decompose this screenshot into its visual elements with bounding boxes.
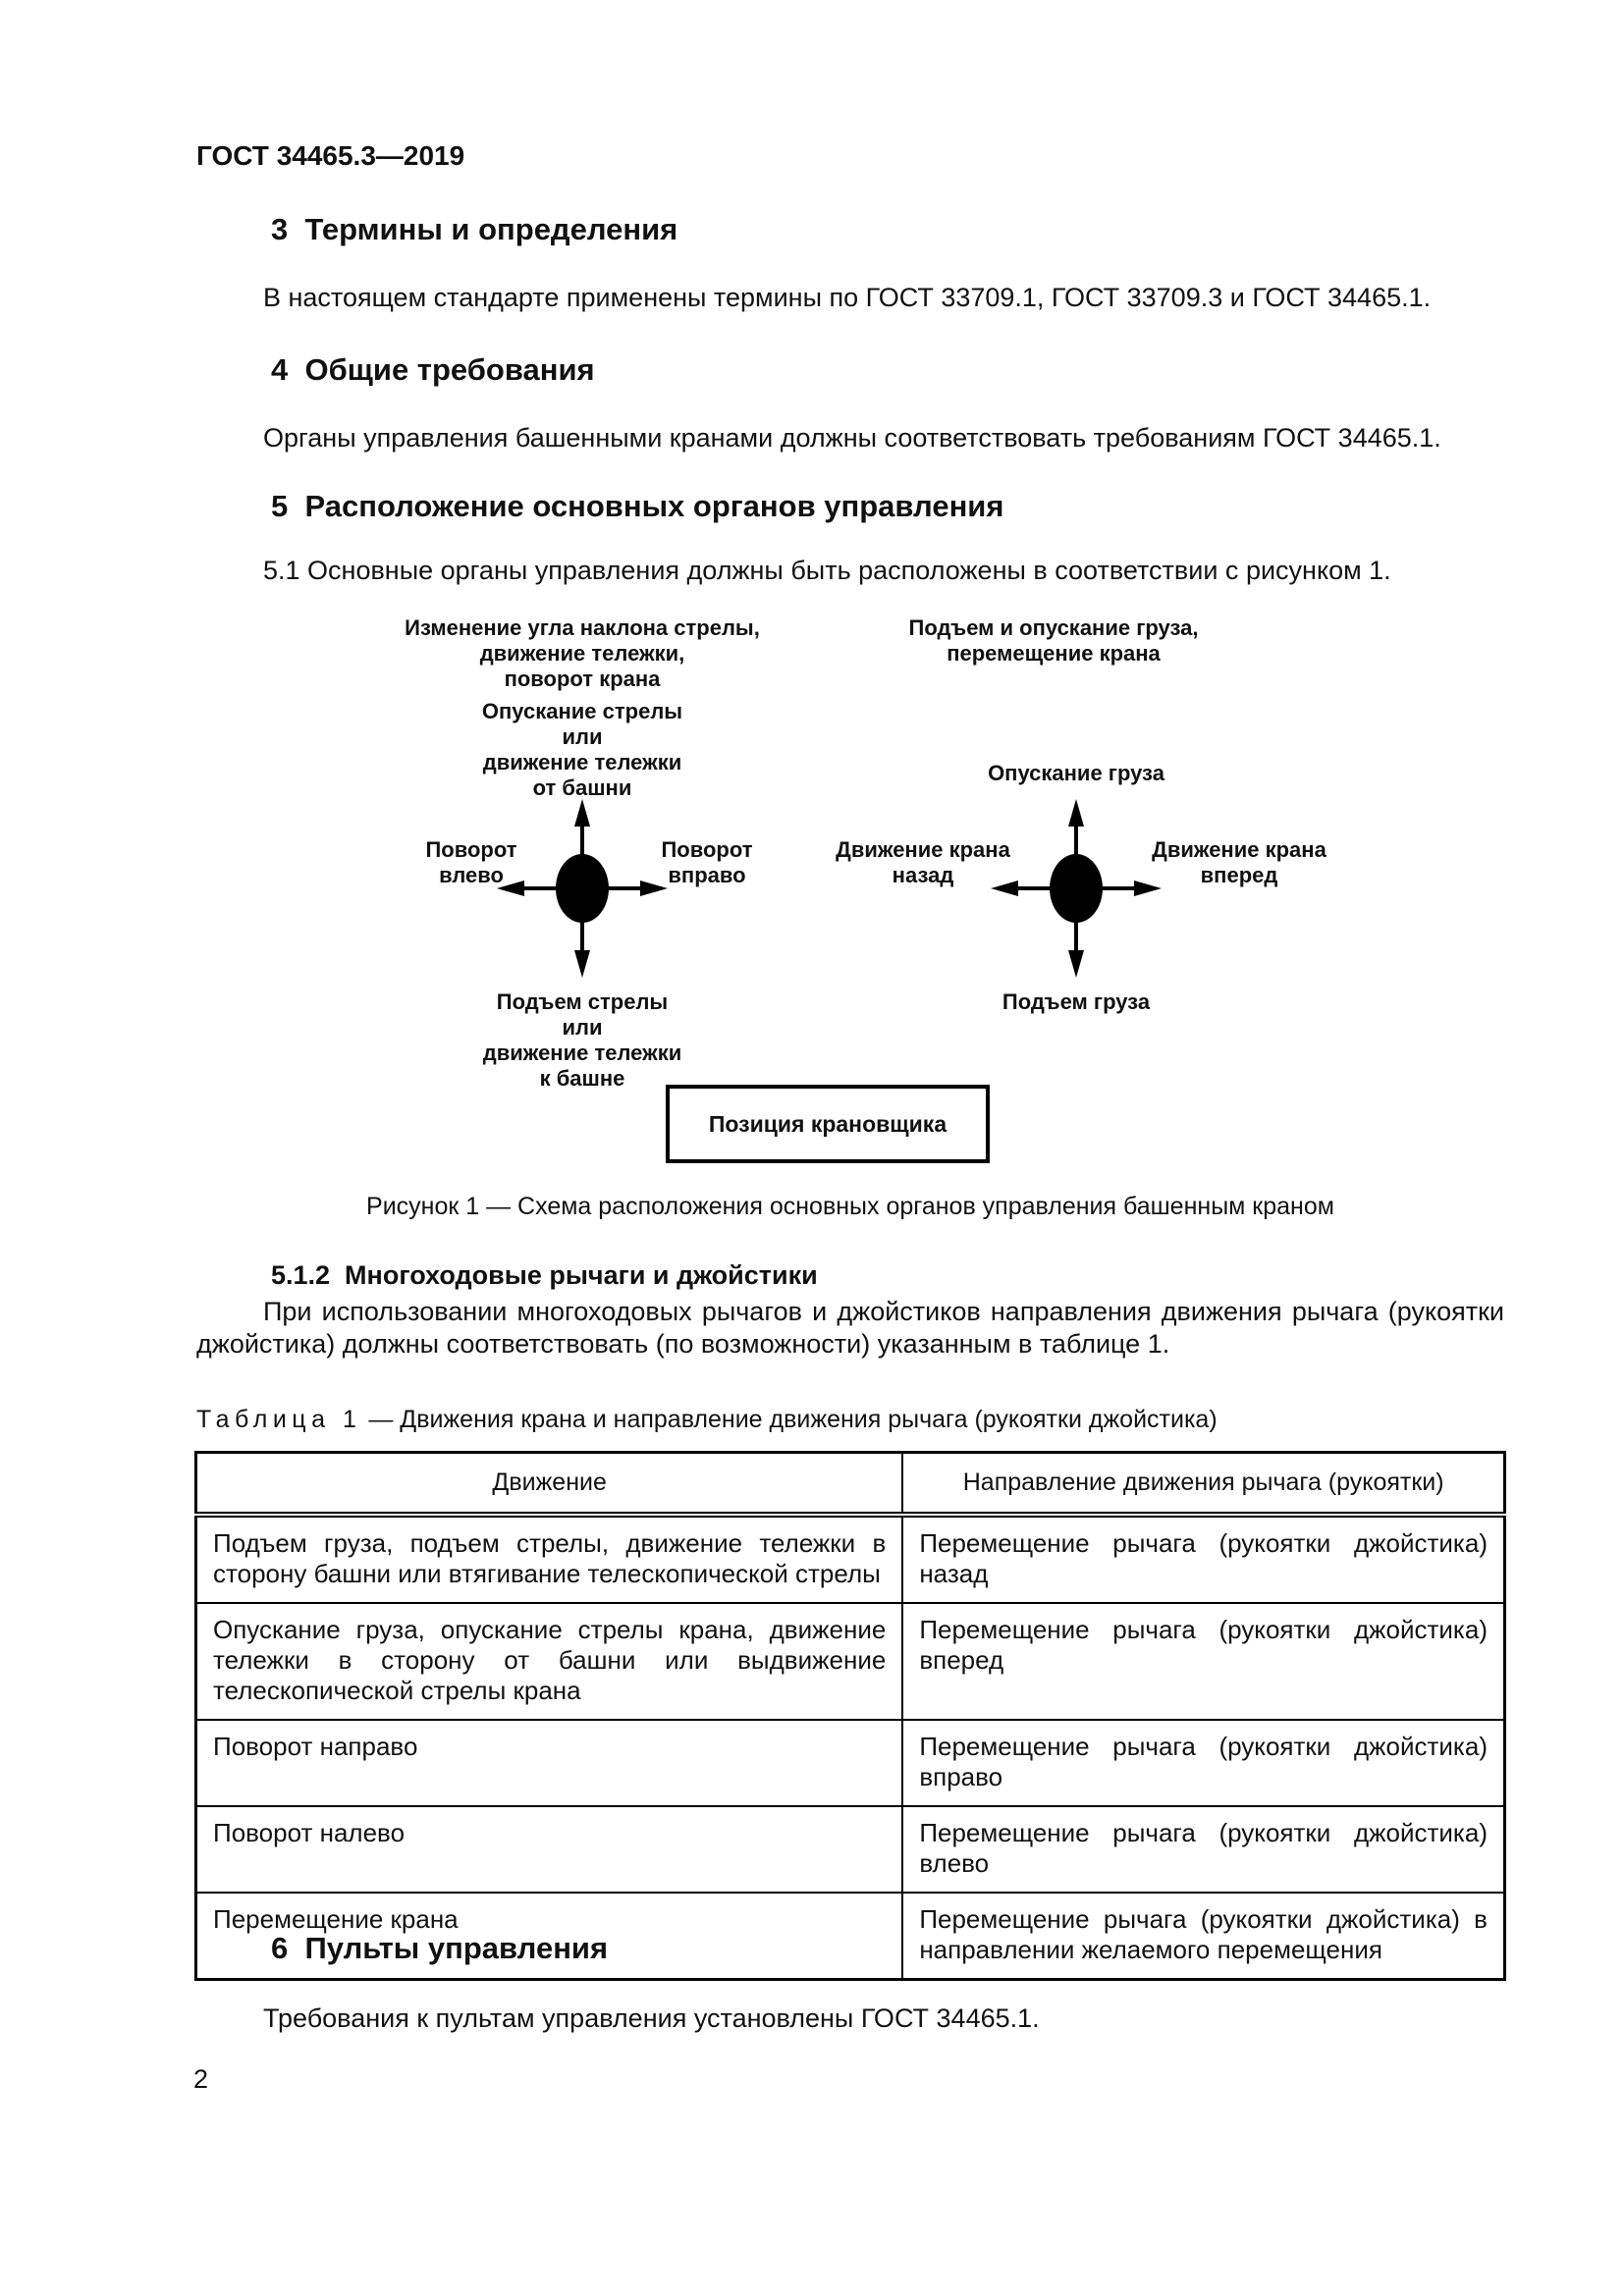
operator-position-box: Позиция крановщика [666, 1085, 990, 1163]
right-joystick-right-label: Движение крана вперед [1152, 837, 1326, 887]
section-6-heading: 6 Пульты управления [271, 1931, 609, 1965]
left-arrowhead-icon [497, 881, 524, 896]
table-header-row: Движение Направление движения рычага (ру… [194, 1451, 1506, 1518]
right-arrowhead-icon [1134, 881, 1162, 896]
table-title: Таблица 1 — Движения крана и направление… [196, 1406, 1504, 1434]
right-arrowhead-icon [640, 881, 668, 896]
down-arrowhead-icon [574, 950, 590, 978]
table-cell-movement: Подъем груза, подъем стрелы, движение те… [194, 1514, 904, 1604]
joystick-knob [1050, 854, 1103, 923]
left-joystick-title: Изменение угла наклона стрелы, движение … [405, 615, 760, 691]
down-arrowhead-icon [1068, 950, 1084, 978]
section-5-heading: 5 Расположение основных органов управлен… [271, 489, 1004, 523]
table-cell-direction: Перемещение рычага (рукоятки джойстика) … [901, 1602, 1506, 1721]
section-4-paragraph: Органы управления башенными кранами долж… [263, 423, 1441, 453]
left-joystick-left-label: Поворот влево [425, 837, 517, 887]
table-row: Поворот налево Перемещение рычага (рукоя… [194, 1805, 1506, 1894]
joystick-knob [556, 854, 609, 923]
table-cell-direction: Перемещение рычага (рукоятки джойстика) … [901, 1892, 1506, 1981]
operator-position-label: Позиция крановщика [708, 1110, 947, 1137]
section-3-heading: 3 Термины и определения [271, 212, 678, 246]
table-cell-movement: Перемещение крана [194, 1892, 904, 1981]
right-joystick-left-label: Движение крана назад [836, 837, 1010, 887]
table-title-rest: — Движения крана и направление движения … [361, 1406, 1218, 1433]
doc-designation: ГОСТ 34465.3—2019 [196, 140, 465, 171]
clause-5-1-paragraph: 5.1 Основные органы управления должны бы… [263, 556, 1391, 585]
section-4-heading: 4 Общие требования [271, 352, 595, 387]
up-arrowhead-icon [1068, 799, 1084, 827]
left-arrowhead-icon [991, 881, 1018, 896]
page-number: 2 [193, 2064, 209, 2094]
table-cell-direction: Перемещение рычага (рукоятки джойстика) … [901, 1805, 1506, 1894]
left-joystick-up-label: Опускание стрелы или движение тележки от… [481, 699, 683, 800]
section-3-paragraph: В настоящем стандарте применены термины … [263, 283, 1432, 312]
right-joystick-title: Подъем и опускание груза, перемещение кр… [908, 615, 1199, 666]
section-6-paragraph: Требования к пультам управления установл… [263, 2003, 1040, 2033]
up-arrowhead-icon [574, 799, 590, 827]
table-cell-direction: Перемещение рычага (рукоятки джойстика) … [901, 1514, 1506, 1604]
table-1: Движение Направление движения рычага (ру… [194, 1451, 1506, 1981]
right-joystick-down-label: Подъем груза [1001, 989, 1151, 1014]
right-joystick-diagram [991, 799, 1162, 978]
figure-1: Изменение угла наклона стрелы, движение … [0, 604, 1624, 1237]
table-cell-movement: Поворот налево [194, 1805, 904, 1894]
clause-5-1-2-heading: 5.1.2 Многоходовые рычаги и джойстики [271, 1260, 818, 1290]
left-joystick-down-label: Подъем стрелы или движение тележки к баш… [482, 989, 682, 1091]
table-row: Подъем груза, подъем стрелы, движение те… [194, 1514, 1506, 1604]
table-header-direction: Направление движения рычага (рукоятки) [901, 1451, 1506, 1518]
left-joystick-diagram [497, 799, 668, 978]
table-cell-direction: Перемещение рычага (рукоятки джойстика) … [901, 1719, 1506, 1807]
table-header-movement: Движение [194, 1451, 904, 1518]
table-row: Перемещение крана Перемещение рычага (ру… [194, 1892, 1506, 1981]
table-title-label: Таблица 1 [196, 1406, 362, 1433]
table-row: Поворот направо Перемещение рычага (руко… [194, 1719, 1506, 1807]
left-joystick-right-label: Поворот вправо [661, 837, 753, 887]
table-cell-movement: Поворот направо [194, 1719, 904, 1807]
clause-5-1-2-paragraph: При использовании многоходовых рычагов и… [196, 1297, 1504, 1359]
right-joystick-up-label: Опускание груза [988, 761, 1164, 785]
table-row: Опускание груза, опускание стрелы крана,… [194, 1602, 1506, 1721]
table-cell-movement: Опускание груза, опускание стрелы крана,… [194, 1602, 904, 1721]
figure-caption: Рисунок 1 — Схема расположения основных … [366, 1193, 1334, 1220]
